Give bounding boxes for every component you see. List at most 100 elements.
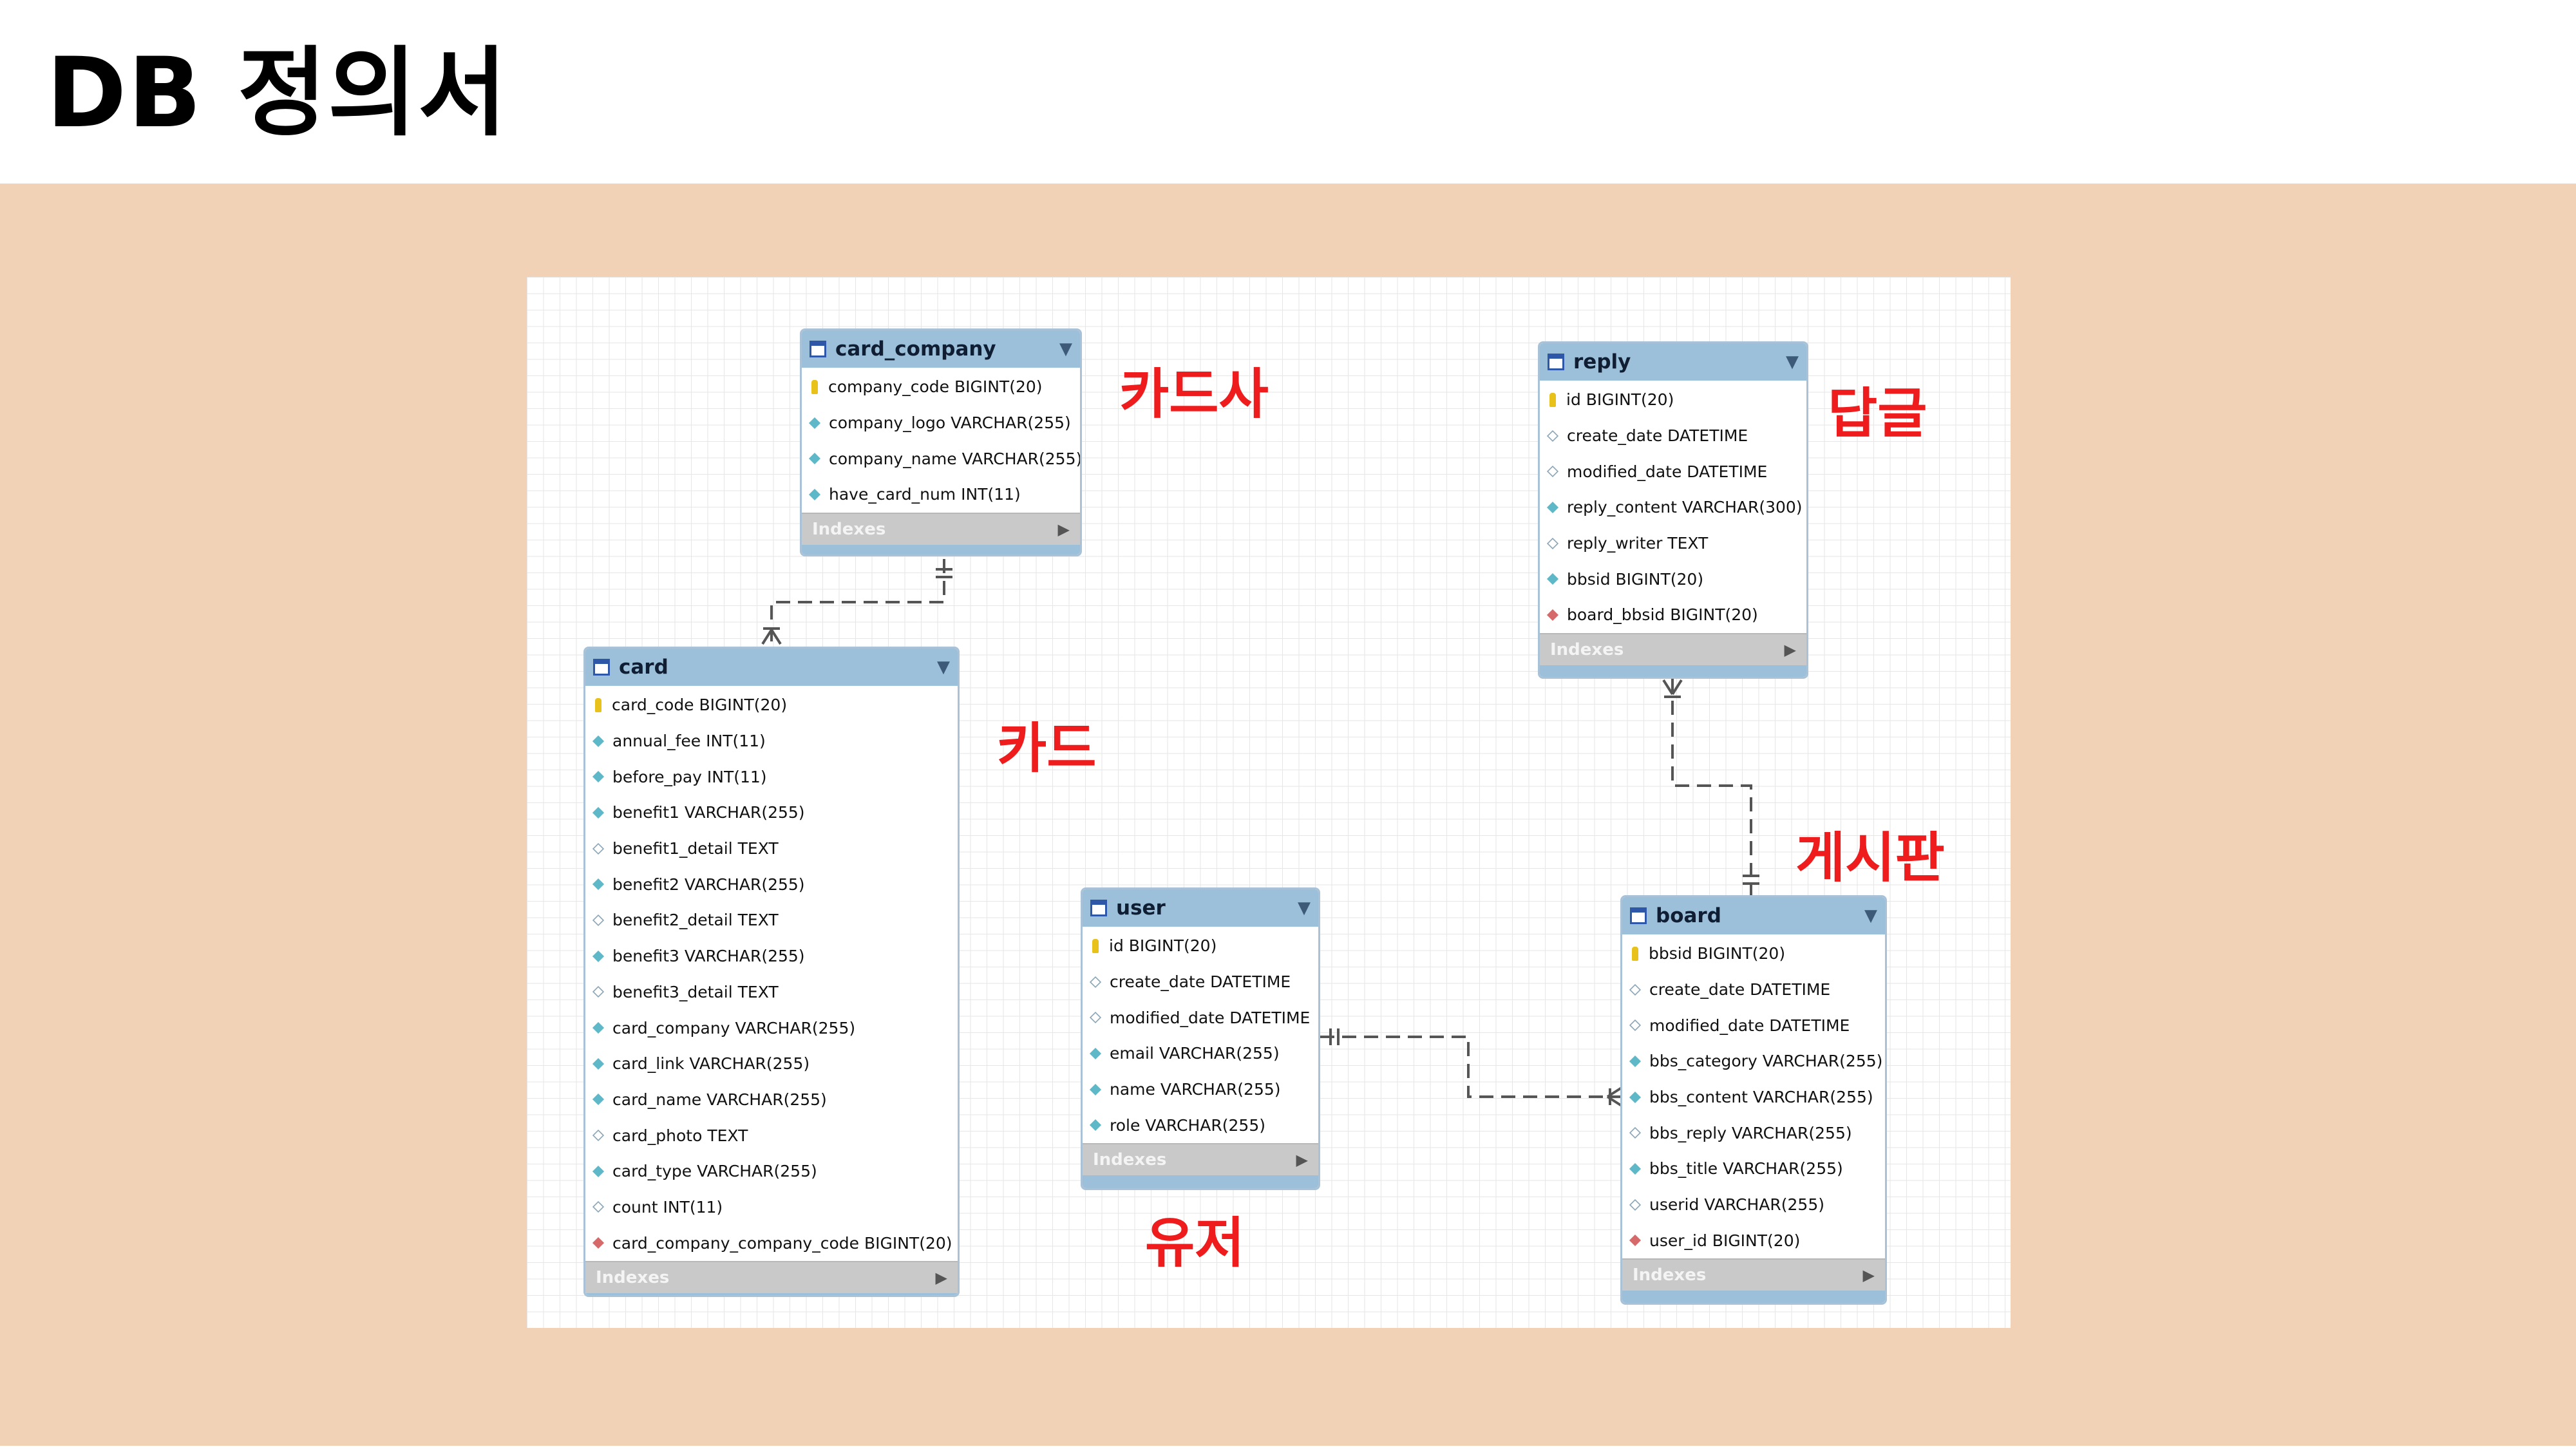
indexes-section[interactable]: Indexes ▶ (1540, 632, 1806, 665)
column-row[interactable]: create_date DATETIME (1622, 972, 1885, 1008)
column-row[interactable]: company_code BIGINT(20) (802, 369, 1080, 405)
crow-foot (770, 629, 782, 645)
column-name: reply_writer TEXT (1567, 534, 1709, 553)
column-row[interactable]: email VARCHAR(255) (1083, 1036, 1318, 1072)
collapse-caret-icon[interactable]: ▼ (1864, 906, 1877, 925)
column-row[interactable]: company_logo VARCHAR(255) (802, 405, 1080, 441)
table-reply[interactable]: reply ▼ id BIGINT(20) create_date DATETI… (1538, 341, 1808, 679)
not-null-column-icon (808, 417, 821, 429)
column-name: benefit2 VARCHAR(255) (612, 875, 805, 894)
column-row[interactable]: reply_writer TEXT (1540, 526, 1806, 562)
table-header[interactable]: user ▼ (1083, 889, 1318, 927)
column-row[interactable]: card_name VARCHAR(255) (585, 1082, 958, 1118)
column-row[interactable]: bbs_reply VARCHAR(255) (1622, 1115, 1885, 1151)
table-footer-bar (585, 1293, 958, 1295)
column-row[interactable]: modified_date DATETIME (1083, 999, 1318, 1036)
column-row[interactable]: reply_content VARCHAR(300) (1540, 489, 1806, 526)
table-card[interactable]: card ▼ card_code BIGINT(20) annual_fee I… (583, 647, 960, 1297)
column-name: have_card_num INT(11) (829, 485, 1021, 504)
column-row[interactable]: board_bbsid BIGINT(20) (1540, 597, 1806, 633)
expand-arrow-icon[interactable]: ▶ (1862, 1266, 1875, 1285)
column-row[interactable]: benefit3 VARCHAR(255) (585, 938, 958, 974)
column-row[interactable]: card_code BIGINT(20) (585, 687, 958, 723)
column-row[interactable]: benefit1 VARCHAR(255) (585, 795, 958, 831)
crow-foot (1606, 1095, 1623, 1107)
column-row[interactable]: card_photo TEXT (585, 1117, 958, 1153)
table-icon (810, 341, 826, 357)
not-null-column-icon (592, 806, 605, 819)
collapse-caret-icon[interactable]: ▼ (1786, 352, 1799, 372)
column-row[interactable]: bbs_category VARCHAR(255) (1622, 1043, 1885, 1079)
table-board[interactable]: board ▼ bbsid BIGINT(20) create_date DAT… (1620, 895, 1887, 1305)
column-row[interactable]: before_pay INT(11) (585, 759, 958, 795)
nullable-column-icon (1089, 976, 1102, 988)
column-name: bbsid BIGINT(20) (1649, 944, 1786, 963)
not-null-column-icon (592, 878, 605, 891)
table-header[interactable]: card ▼ (585, 649, 958, 686)
nullable-column-icon (1546, 537, 1559, 549)
indexes-section[interactable]: Indexes ▶ (1083, 1143, 1318, 1176)
expand-arrow-icon[interactable]: ▶ (1784, 640, 1796, 659)
column-row[interactable]: benefit2 VARCHAR(255) (585, 866, 958, 902)
table-header[interactable]: reply ▼ (1540, 343, 1806, 381)
column-name: benefit1_detail TEXT (612, 839, 779, 858)
column-row[interactable]: modified_date DATETIME (1622, 1007, 1885, 1043)
table-user[interactable]: user ▼ id BIGINT(20) create_date DATETIM… (1081, 887, 1320, 1190)
column-row[interactable]: id BIGINT(20) (1083, 928, 1318, 964)
column-row[interactable]: bbs_title VARCHAR(255) (1622, 1151, 1885, 1187)
column-row[interactable]: role VARCHAR(255) (1083, 1107, 1318, 1143)
column-row[interactable]: benefit3_detail TEXT (585, 974, 958, 1010)
not-null-column-icon (592, 1165, 605, 1177)
column-row[interactable]: user_id BIGINT(20) (1622, 1223, 1885, 1259)
column-name: id BIGINT(20) (1566, 390, 1674, 410)
collapse-caret-icon[interactable]: ▼ (937, 658, 950, 677)
indexes-section[interactable]: Indexes ▶ (802, 512, 1080, 545)
column-row[interactable]: modified_date DATETIME (1540, 453, 1806, 489)
primary-key-icon (1092, 938, 1099, 953)
nullable-column-icon (592, 1201, 605, 1213)
not-null-column-icon (1629, 1055, 1642, 1067)
column-row[interactable]: card_type VARCHAR(255) (585, 1153, 958, 1189)
nullable-column-icon (592, 842, 605, 855)
table-header[interactable]: board ▼ (1622, 897, 1885, 934)
column-row[interactable]: annual_fee INT(11) (585, 723, 958, 759)
column-row[interactable]: company_name VARCHAR(255) (802, 440, 1080, 477)
column-row[interactable]: benefit2_detail TEXT (585, 902, 958, 938)
expand-arrow-icon[interactable]: ▶ (1057, 520, 1070, 538)
column-row[interactable]: card_company_company_code BIGINT(20) (585, 1225, 958, 1261)
collapse-caret-icon[interactable]: ▼ (1298, 898, 1311, 918)
table-icon (1090, 900, 1107, 916)
column-row[interactable]: bbs_content VARCHAR(255) (1622, 1079, 1885, 1115)
indexes-section[interactable]: Indexes ▶ (1622, 1258, 1885, 1291)
column-row[interactable]: id BIGINT(20) (1540, 382, 1806, 418)
column-name: board_bbsid BIGINT(20) (1567, 605, 1758, 625)
not-null-column-icon (808, 488, 821, 500)
table-header[interactable]: card_company ▼ (802, 330, 1080, 368)
column-row[interactable]: create_date DATETIME (1540, 418, 1806, 454)
collapse-caret-icon[interactable]: ▼ (1059, 339, 1072, 359)
table-footer-bar (802, 544, 1080, 554)
nullable-column-icon (1546, 466, 1559, 478)
expand-arrow-icon[interactable]: ▶ (1296, 1151, 1308, 1170)
not-null-column-icon (592, 1057, 605, 1070)
column-row[interactable]: benefit1_detail TEXT (585, 831, 958, 867)
column-row[interactable]: bbsid BIGINT(20) (1622, 936, 1885, 972)
column-name: name VARCHAR(255) (1110, 1080, 1281, 1099)
column-row[interactable]: count INT(11) (585, 1189, 958, 1226)
column-row[interactable]: userid VARCHAR(255) (1622, 1187, 1885, 1223)
column-row[interactable]: card_company VARCHAR(255) (585, 1010, 958, 1046)
not-null-column-icon (1089, 1083, 1102, 1095)
indexes-section[interactable]: Indexes ▶ (585, 1261, 958, 1293)
annotation-card-company: 카드사 (1119, 363, 1269, 426)
column-name: card_link VARCHAR(255) (612, 1054, 810, 1074)
table-name: user (1116, 896, 1166, 920)
column-row[interactable]: have_card_num INT(11) (802, 477, 1080, 513)
column-row[interactable]: name VARCHAR(255) (1083, 1072, 1318, 1108)
crow-foot (761, 629, 773, 645)
expand-arrow-icon[interactable]: ▶ (935, 1269, 947, 1287)
column-row[interactable]: create_date DATETIME (1083, 964, 1318, 1000)
column-row[interactable]: card_link VARCHAR(255) (585, 1046, 958, 1082)
column-row[interactable]: bbsid BIGINT(20) (1540, 561, 1806, 597)
table-card-company[interactable]: card_company ▼ company_code BIGINT(20) c… (800, 328, 1082, 556)
crow-foot (1671, 679, 1683, 696)
